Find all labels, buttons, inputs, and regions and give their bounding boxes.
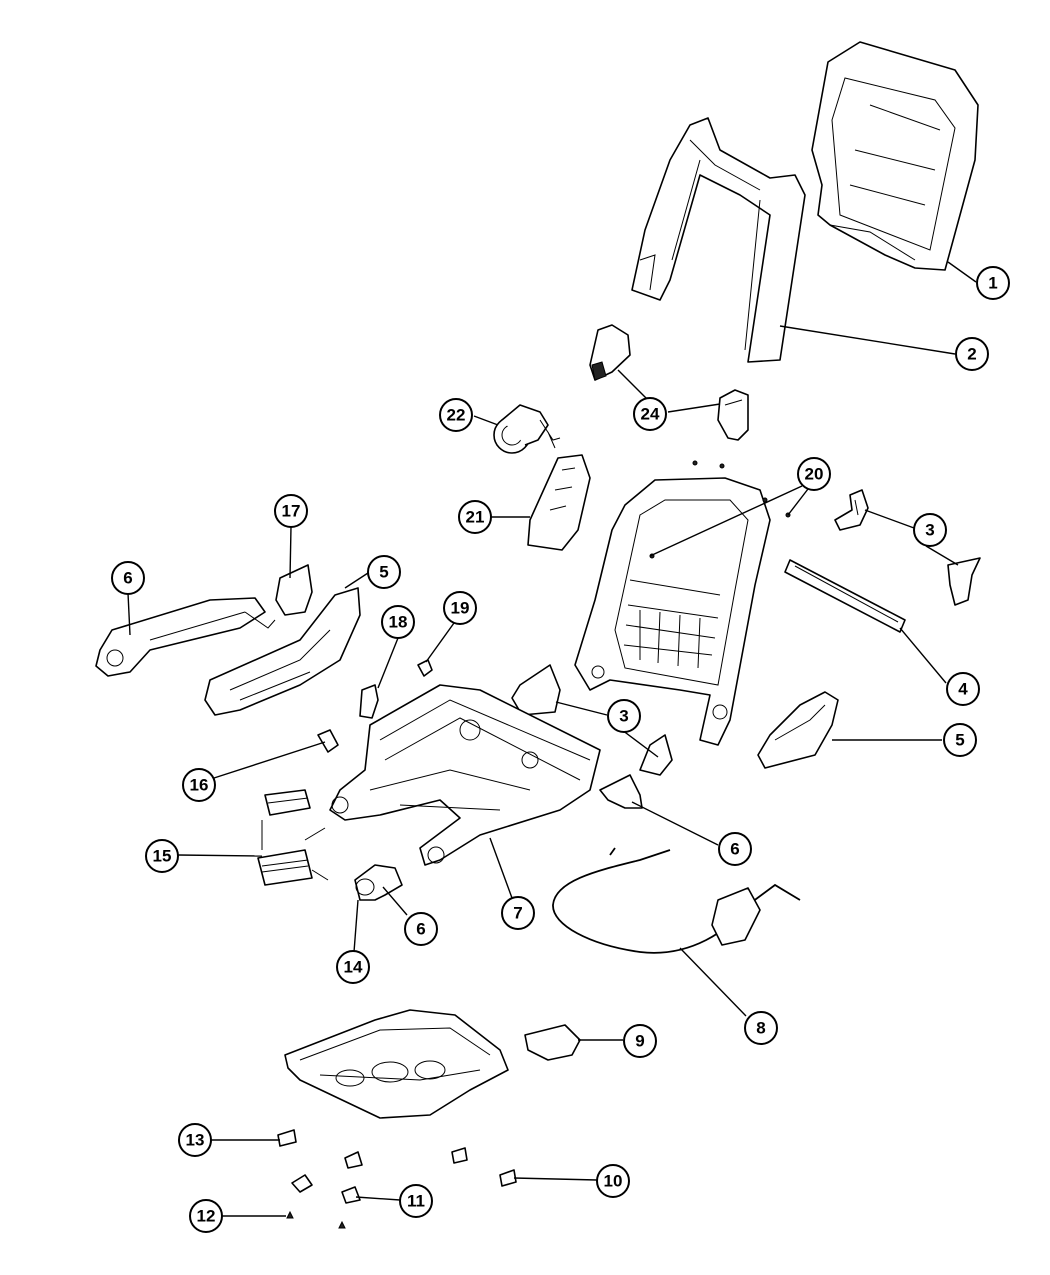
svg-text:20: 20: [805, 465, 824, 484]
svg-text:17: 17: [282, 502, 301, 521]
part-bracket-16: [317, 729, 339, 753]
svg-text:4: 4: [958, 680, 968, 699]
part-cable-bracket: [711, 887, 761, 946]
part-side-airbag: [527, 454, 591, 551]
callout-21: 21: [458, 500, 492, 534]
part-nut-19: [417, 659, 433, 677]
part-headrest-guide-b: [717, 389, 749, 441]
svg-text:5: 5: [379, 563, 388, 582]
part-bracket-3a: [834, 489, 869, 531]
part-bracket-18: [359, 684, 379, 719]
svg-text:16: 16: [190, 776, 209, 795]
part-screw-12: [286, 1210, 294, 1219]
part-side-shield-right: [757, 691, 839, 769]
part-bracket-3c: [511, 664, 561, 716]
callout-20: 20: [797, 457, 831, 491]
svg-text:10: 10: [604, 1172, 623, 1191]
svg-text:22: 22: [447, 406, 466, 425]
callout-17: 17: [274, 494, 308, 528]
part-clip-11: [341, 1186, 361, 1204]
svg-text:15: 15: [153, 847, 172, 866]
callout-2: 2: [955, 337, 989, 371]
svg-text:1: 1: [988, 274, 997, 293]
svg-text:13: 13: [186, 1131, 205, 1150]
svg-text:9: 9: [635, 1032, 644, 1051]
part-clip-c: [291, 1174, 313, 1193]
svg-text:6: 6: [416, 920, 425, 939]
part-side-shield-left: [204, 587, 361, 716]
svg-text:3: 3: [619, 707, 628, 726]
callout-1: 1: [976, 266, 1010, 300]
svg-text:18: 18: [389, 613, 408, 632]
callout-9: 9: [623, 1024, 657, 1058]
part-lumbar-motor: [493, 404, 561, 454]
leader-lines: [127, 261, 977, 1217]
callout-3-top: 3: [913, 513, 947, 547]
part-clip-b: [451, 1147, 468, 1164]
part-clip-10: [499, 1169, 517, 1187]
part-seat-pan: [284, 1009, 509, 1119]
callout-8: 8: [744, 1011, 778, 1045]
callout-5-right: 5: [943, 723, 977, 757]
svg-text:6: 6: [123, 569, 132, 588]
part-trim-17: [275, 564, 313, 616]
callout-14: 14: [336, 950, 370, 984]
part-cross-rod: [784, 559, 906, 633]
callout-11: 11: [399, 1184, 433, 1218]
callout-6-right: 6: [718, 832, 752, 866]
svg-text:12: 12: [197, 1207, 216, 1226]
callout-16: 16: [182, 768, 216, 802]
callout-4: 4: [946, 672, 980, 706]
svg-text:2: 2: [967, 345, 976, 364]
callout-22: 22: [439, 398, 473, 432]
callout-10: 10: [596, 1164, 630, 1198]
svg-text:11: 11: [407, 1192, 425, 1211]
part-seatback-frame: [574, 477, 771, 746]
callout-5-left: 5: [367, 555, 401, 589]
part-front-cover: [354, 864, 403, 901]
callout-7: 7: [501, 896, 535, 930]
callout-15: 15: [145, 839, 179, 873]
svg-text:5: 5: [955, 731, 964, 750]
callout-19: 19: [443, 591, 477, 625]
part-wiring-bracket: [257, 820, 329, 886]
part-clip-a: [344, 1151, 363, 1169]
part-plate-9: [524, 1024, 581, 1061]
svg-text:6: 6: [730, 840, 739, 859]
callout-18: 18: [381, 605, 415, 639]
svg-text:3: 3: [925, 521, 934, 540]
callout-6-left: 6: [111, 561, 145, 595]
part-screw-b: [338, 1220, 346, 1229]
svg-text:24: 24: [641, 405, 660, 424]
part-seatback-trim: [631, 117, 806, 363]
part-track-cover-right: [599, 774, 643, 809]
part-seat-adjuster: [329, 684, 601, 866]
part-module: [264, 789, 311, 816]
part-seatback-panel: [811, 41, 979, 271]
svg-text:21: 21: [466, 508, 485, 527]
part-headrest-guide-a: [589, 324, 631, 381]
svg-text:7: 7: [513, 904, 522, 923]
callout-13: 13: [178, 1123, 212, 1157]
part-cable: [552, 847, 801, 954]
callout-12: 12: [189, 1199, 223, 1233]
part-bracket-3b: [947, 557, 981, 606]
callout-24: 24: [633, 397, 667, 431]
svg-text:19: 19: [451, 599, 470, 618]
svg-text:8: 8: [756, 1019, 765, 1038]
callout-6-front: 6: [404, 912, 438, 946]
svg-text:14: 14: [344, 958, 363, 977]
part-track-cover-left: [95, 597, 276, 677]
callout-3-mid: 3: [607, 699, 641, 733]
part-clip-13: [277, 1129, 297, 1147]
